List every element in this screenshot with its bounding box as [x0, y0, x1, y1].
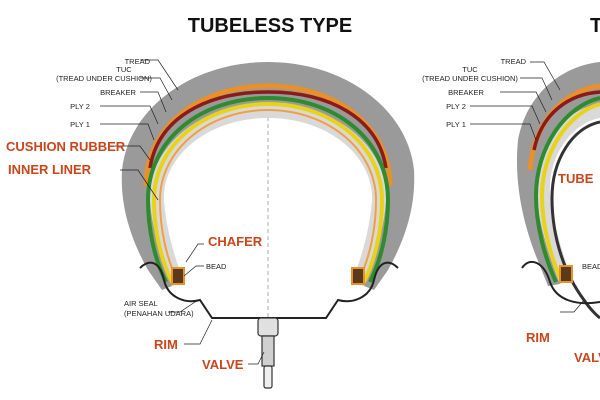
label-tuc-right: TUC	[462, 65, 478, 74]
cushion-rubber-leader	[115, 145, 151, 161]
label-ply1-right: PLY 1	[446, 120, 466, 129]
inner-liner-layer	[158, 108, 378, 283]
breaker-leader-right	[500, 91, 547, 113]
callout-valve: VALVE	[202, 357, 244, 372]
callout-chafer: CHAFER	[208, 234, 263, 249]
tubeless-title: TUBELESS TYPE	[188, 15, 352, 37]
tread-leader-right	[530, 61, 561, 91]
bead-right-tire	[559, 265, 573, 283]
callout-valve-right: VALV	[574, 350, 600, 365]
label-breaker-right: BREAKER	[448, 88, 484, 97]
bead-leader	[183, 265, 204, 277]
callout-cushion-rubber: CUSHION RUBBER	[6, 139, 126, 154]
ply2-layer	[145, 95, 391, 283]
ply1-layer-right	[539, 102, 600, 283]
callout-tube: TUBE	[558, 171, 594, 186]
label-tread-right: TREAD	[501, 57, 527, 66]
label-bead: BEAD	[206, 262, 227, 271]
tuc-leader-right	[520, 77, 553, 101]
air-seal-leader	[168, 299, 199, 313]
ply2-layer-right	[533, 96, 600, 283]
ply1-layer	[151, 101, 385, 283]
valve-tip	[263, 365, 273, 389]
rim-leader	[184, 319, 213, 345]
label-ply2: PLY 2	[70, 102, 90, 111]
ply2-leader-right	[470, 105, 541, 125]
breaker-leader	[140, 91, 167, 113]
tread-leader	[140, 59, 179, 91]
tuc-leader	[140, 77, 173, 101]
label-breaker: BREAKER	[100, 88, 136, 97]
valve-stem	[261, 335, 275, 367]
label-ply1: PLY 1	[70, 120, 90, 129]
rim-leader-right	[560, 299, 585, 313]
callout-rim: RIM	[154, 337, 178, 352]
ply2-leader	[100, 105, 159, 125]
bead-right	[351, 267, 365, 285]
chafer-leader	[185, 243, 204, 263]
ply1-leader-right	[470, 123, 537, 141]
tube-type-title: T	[590, 15, 600, 37]
callout-inner-liner: INNER LINER	[8, 162, 92, 177]
inner-liner-leader	[120, 169, 159, 201]
label-air-seal-sub: (PENAHAN UDARA)	[124, 309, 194, 318]
ply1-leader	[100, 123, 155, 141]
label-air-seal: AIR SEAL	[124, 299, 158, 308]
breaker-layer-right	[532, 90, 600, 151]
label-tread: TREAD	[125, 57, 151, 66]
label-tuc-sub: (TREAD UNDER CUSHION)	[56, 74, 152, 83]
callout-rim-right: RIM	[526, 330, 550, 345]
label-ply2-right: PLY 2	[446, 102, 466, 111]
valve-leader	[248, 351, 265, 365]
bead-left	[171, 267, 185, 285]
label-bead-right: BEAD	[582, 262, 600, 271]
label-tuc-sub-right: (TREAD UNDER CUSHION)	[422, 74, 518, 83]
label-tuc: TUC	[116, 65, 132, 74]
breaker-layer	[148, 90, 388, 169]
valve-base	[257, 317, 279, 337]
tube-layer	[550, 120, 600, 320]
